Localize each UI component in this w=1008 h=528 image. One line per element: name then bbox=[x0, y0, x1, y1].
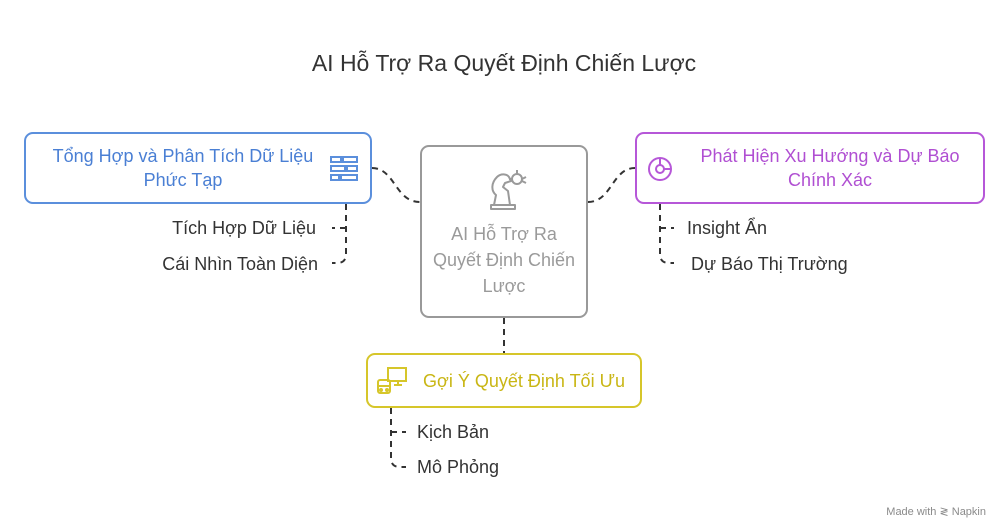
child-item: Mô Phỏng bbox=[417, 457, 500, 477]
child-item: Cái Nhìn Toàn Diện bbox=[162, 254, 318, 274]
made-with-napkin-credit[interactable]: Made with ≷ Napkin bbox=[886, 506, 986, 518]
node-data-analysis-label: Tổng Hợp và Phân Tích Dữ Liệu Phức Tạp bbox=[52, 146, 314, 190]
node-trend-forecast-label: Phát Hiện Xu Hướng và Dự Báo Chính Xác bbox=[700, 146, 960, 190]
page-title: AI Hỗ Trợ Ra Quyết Định Chiến Lược bbox=[311, 50, 697, 76]
chess-knight-robot-icon bbox=[490, 170, 527, 210]
child-item: Kịch Bản bbox=[417, 422, 490, 442]
center-node-label: AI Hỗ Trợ Ra Quyết Định Chiến Lược bbox=[432, 224, 576, 296]
node-optimal-decision-label: Gợi Ý Quyết Định Tối Ưu bbox=[423, 370, 625, 391]
child-item: Dự Báo Thị Trường bbox=[691, 254, 848, 274]
center-node: AI Hỗ Trợ Ra Quyết Định Chiến Lược bbox=[420, 145, 588, 318]
child-item: Insight Ẩn bbox=[687, 218, 768, 238]
monitor-bus-icon bbox=[377, 367, 407, 394]
node-trend-forecast: Phát Hiện Xu Hướng và Dự Báo Chính Xác bbox=[635, 132, 985, 204]
child-item: Tích Hợp Dữ Liệu bbox=[172, 218, 316, 238]
node-data-analysis: Tổng Hợp và Phân Tích Dữ Liệu Phức Tạp bbox=[24, 132, 372, 204]
pie-chart-icon bbox=[648, 157, 672, 181]
stacked-bars-icon bbox=[330, 156, 358, 181]
node-optimal-decision: Gợi Ý Quyết Định Tối Ưu bbox=[366, 353, 642, 408]
